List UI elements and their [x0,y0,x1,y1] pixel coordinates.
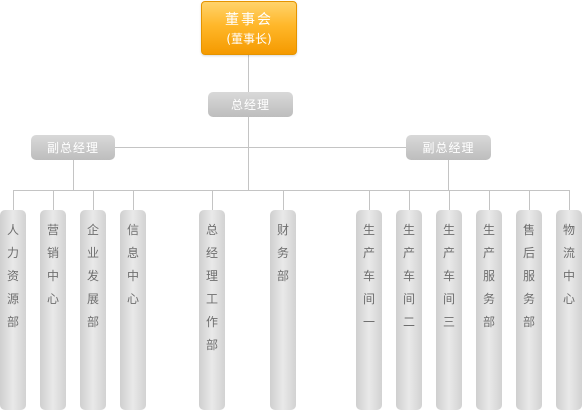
dept-label: 财务部 [276,223,289,283]
general-manager-label: 总经理 [230,98,270,112]
board-subtitle: (董事长) [226,32,272,46]
dept-label: 售后服务部 [522,223,535,329]
dept-label: 信息中心 [126,223,139,306]
dept-node-workshop-3: 生产车间三 [436,210,462,410]
dept-label: 生产车间二 [402,223,415,329]
vice-manager-label: 副总经理 [422,141,475,155]
general-manager-node: 总经理 [208,92,293,117]
dept-label: 生产服务部 [482,223,495,329]
vice-manager-node-left: 副总经理 [31,135,115,160]
vice-manager-label: 副总经理 [46,141,99,155]
dept-node-production-service: 生产服务部 [476,210,502,410]
dept-node-after-sales: 售后服务部 [516,210,542,410]
dept-label: 人力资源部 [6,223,19,329]
dept-node-gm-office: 总经理工作部 [199,210,225,410]
dept-node-finance: 财务部 [270,210,296,410]
dept-label: 营销中心 [46,223,59,306]
dept-label: 生产车间三 [442,223,455,329]
dept-label: 总经理工作部 [205,223,218,352]
dept-node-enterprise-dev: 企业发展部 [80,210,106,410]
dept-label: 物流中心 [562,223,575,306]
dept-node-logistics: 物流中心 [556,210,582,410]
dept-label: 企业发展部 [86,223,99,329]
vice-manager-node-right: 副总经理 [406,135,491,160]
dept-node-information: 信息中心 [120,210,146,410]
board-node: 董事会 (董事长) [201,1,297,55]
dept-node-workshop-1: 生产车间一 [356,210,382,410]
dept-node-marketing: 营销中心 [40,210,66,410]
dept-label: 生产车间一 [362,223,375,329]
dept-node-hr: 人力资源部 [0,210,26,410]
dept-node-workshop-2: 生产车间二 [396,210,422,410]
board-title: 董事会 [225,12,273,28]
